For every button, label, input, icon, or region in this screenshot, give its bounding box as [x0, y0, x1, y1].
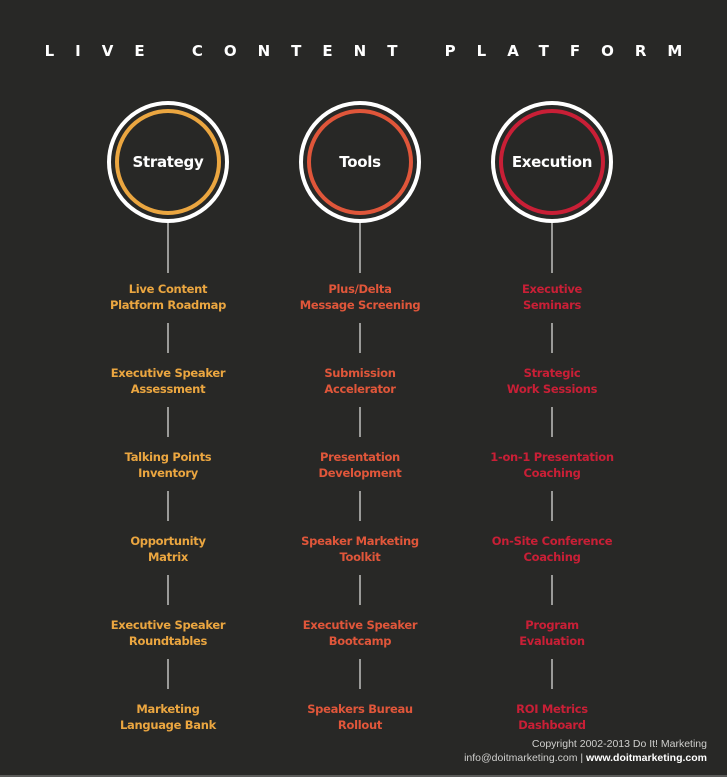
connector-line [551, 223, 553, 273]
item-line: Dashboard [518, 718, 586, 732]
connector-line [359, 223, 361, 273]
item-line: Program [525, 618, 579, 632]
connector-line [551, 575, 553, 605]
contact-line: info@doitmarketing.com | www.doitmarketi… [464, 751, 707, 765]
item-line: Live Content [128, 282, 208, 296]
connector-line [359, 407, 361, 437]
circle-outer-ring: Execution [491, 101, 613, 223]
item-line: Opportunity [130, 534, 206, 548]
item-line: Marketing [136, 702, 200, 716]
item-line: Bootcamp [328, 634, 392, 648]
connector-line [551, 323, 553, 353]
item-line: Coaching [523, 466, 581, 480]
item-line: Toolkit [339, 550, 381, 564]
item-line: Evaluation [519, 634, 585, 648]
item-line: Assessment [130, 382, 206, 396]
circle-label: Tools [307, 109, 413, 215]
item-line: Speaker Marketing [301, 534, 419, 548]
item-line: On-Site Conference [491, 534, 613, 548]
item-line: 1-on-1 Presentation [490, 450, 614, 464]
website-link[interactable]: www.doitmarketing.com [586, 752, 707, 764]
item-line: Executive Speaker [110, 618, 226, 632]
connector-line [167, 659, 169, 689]
connector-line [551, 491, 553, 521]
item-line: Executive Speaker [302, 618, 418, 632]
item-line: Matrix [148, 550, 188, 564]
copyright-text: Copyright 2002-2013 Do It! Marketing [531, 738, 707, 750]
item-line: Speakers Bureau [307, 702, 413, 716]
item-line: Presentation [320, 450, 400, 464]
connector-line [167, 491, 169, 521]
item-line: Seminars [522, 298, 582, 312]
connector-line [551, 659, 553, 689]
connector-line [359, 659, 361, 689]
footer: Copyright 2002-2013 Do It! Marketing inf… [464, 737, 707, 765]
item-line: Rollout [337, 718, 383, 732]
connector-line [167, 575, 169, 605]
separator: | [577, 752, 587, 764]
item-line: Roundtables [128, 634, 208, 648]
item-line: Development [318, 466, 402, 480]
item-line: Coaching [523, 550, 581, 564]
circle-outer-ring: Tools [299, 101, 421, 223]
connector-line [167, 223, 169, 273]
item-line: ROI Metrics [516, 702, 588, 716]
item-line: Plus/Delta [328, 282, 392, 296]
connector-line [359, 323, 361, 353]
item-line: Submission [324, 366, 396, 380]
item-line: Talking Points [124, 450, 212, 464]
circle-outer-ring: Strategy [107, 101, 229, 223]
page-title: LIVE CONTENT PLATFORM [44, 42, 704, 60]
item-line: Work Sessions [506, 382, 598, 396]
connector-line [551, 407, 553, 437]
item-line: Executive [521, 282, 583, 296]
item-line: Accelerator [324, 382, 396, 396]
item-line: Platform Roadmap [109, 298, 227, 312]
item-line: Inventory [138, 466, 198, 480]
item-line: Strategic [523, 366, 581, 380]
connector-line [359, 491, 361, 521]
circle-label: Strategy [115, 109, 221, 215]
item-line: Language Bank [120, 718, 216, 732]
circle-label: Execution [499, 109, 605, 215]
item-line: Executive Speaker [110, 366, 226, 380]
email-link[interactable]: info@doitmarketing.com [464, 752, 578, 764]
connector-line [167, 407, 169, 437]
connector-line [167, 323, 169, 353]
item-line: Message Screening [299, 298, 421, 312]
connector-line [359, 575, 361, 605]
